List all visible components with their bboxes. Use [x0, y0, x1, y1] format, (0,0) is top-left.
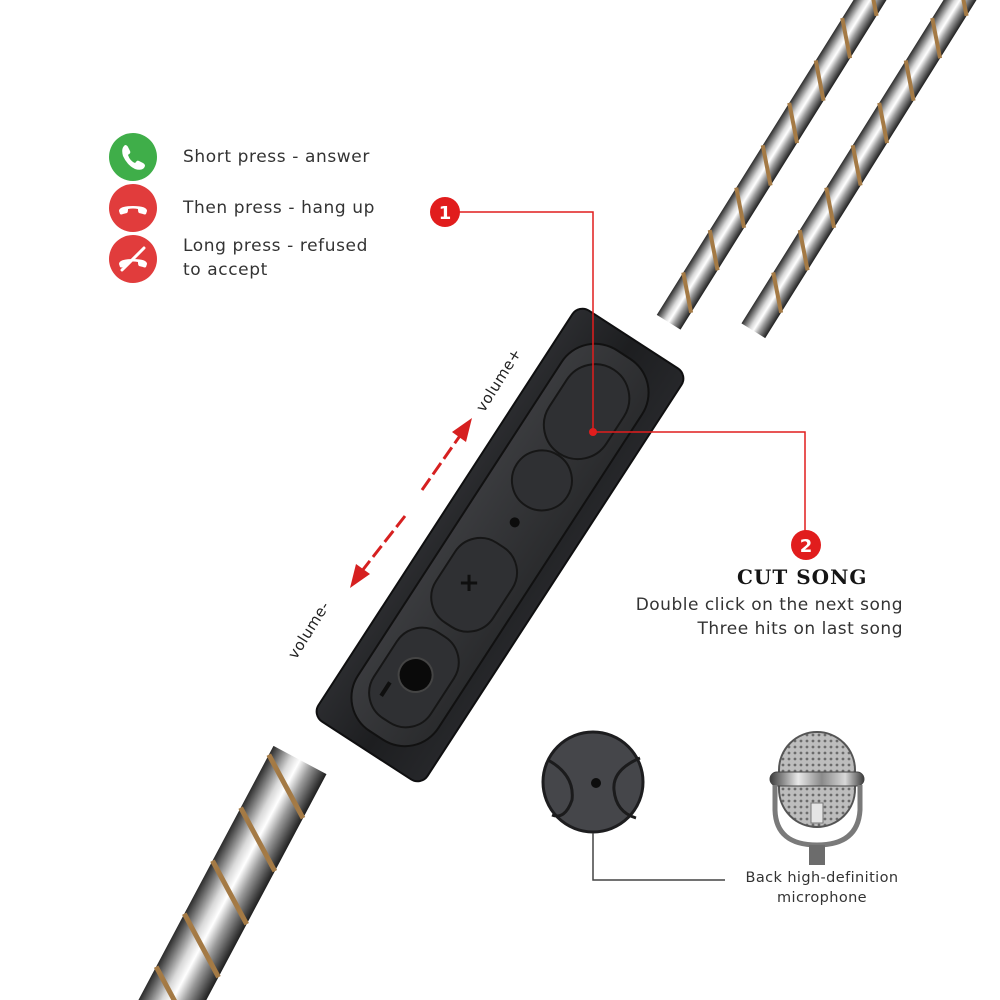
upper-cables — [656, 0, 988, 339]
volume-up-arrowhead — [452, 418, 472, 442]
mic-label-line2: microphone — [776, 890, 868, 906]
callout-marker-2-label: 2 — [800, 536, 813, 557]
callout-lines — [455, 211, 806, 535]
callout-line-1 — [455, 211, 594, 432]
mic-label-line1: Back high-definition — [745, 870, 899, 886]
cut-song-line1: Double click on the next song — [635, 595, 903, 615]
legend-answer: Short press - answer — [108, 132, 370, 182]
mic-band — [769, 771, 865, 787]
callout-marker-2 — [791, 530, 821, 560]
remote-top-button[interactable] — [531, 351, 642, 472]
remote-mic-hole — [397, 656, 434, 693]
legend-refuse-line1: Long press - refused — [183, 236, 369, 256]
volume-down-arrow-line — [356, 515, 407, 577]
back-mic-pointer-line — [592, 833, 725, 881]
volume-minus-label: volume- — [284, 598, 333, 662]
back-mic-left-arc — [547, 758, 574, 818]
legend-refuse: Long press - refused to accept — [108, 234, 368, 284]
callout-line-2 — [593, 431, 806, 535]
remote-volume-rocker[interactable] — [420, 526, 529, 643]
legend-refuse-line2: to accept — [183, 260, 268, 280]
volume-arrows — [350, 418, 472, 588]
cut-song-title: CUT SONG — [737, 565, 868, 589]
legend-refuse-text: Long press - refused to accept — [183, 234, 368, 282]
legend-hangup-text: Then press - hang up — [183, 198, 376, 218]
phone-refuse-icon — [109, 235, 157, 283]
lower-cable-wrap — [153, 753, 306, 1000]
legend-answer-text: Short press - answer — [183, 147, 370, 167]
callout-anchor-dot — [589, 428, 597, 436]
back-mic-hole — [591, 778, 601, 788]
legend-hangup: Then press - hang up — [108, 183, 375, 233]
remote-multifunction-button[interactable] — [500, 439, 583, 522]
mic-stem — [809, 845, 825, 865]
lower-cable-body — [132, 745, 327, 1000]
callout-marker-1 — [430, 197, 460, 227]
callout-marker-1-label: 1 — [439, 203, 452, 224]
remote-pinhole — [509, 517, 520, 528]
mic-logo-plate — [810, 802, 824, 824]
upper-cable-left — [656, 0, 898, 330]
cut-song-line2: Three hits on last song — [697, 619, 903, 639]
volume-down-arrowhead — [350, 564, 370, 588]
back-mic-right-arc — [612, 756, 641, 820]
volume-up-arrow-line — [420, 429, 466, 491]
phone-hangup-icon — [109, 184, 157, 232]
lower-cable — [132, 745, 327, 1000]
studio-microphone-icon — [769, 731, 865, 865]
remote-control — [315, 307, 685, 783]
volume-plus-symbol: + — [458, 568, 480, 598]
back-mic-closeup — [541, 730, 725, 881]
phone-answer-icon — [109, 133, 157, 181]
upper-cable-left-wrap — [681, 0, 879, 314]
upper-cable-right-wrap — [771, 0, 969, 314]
